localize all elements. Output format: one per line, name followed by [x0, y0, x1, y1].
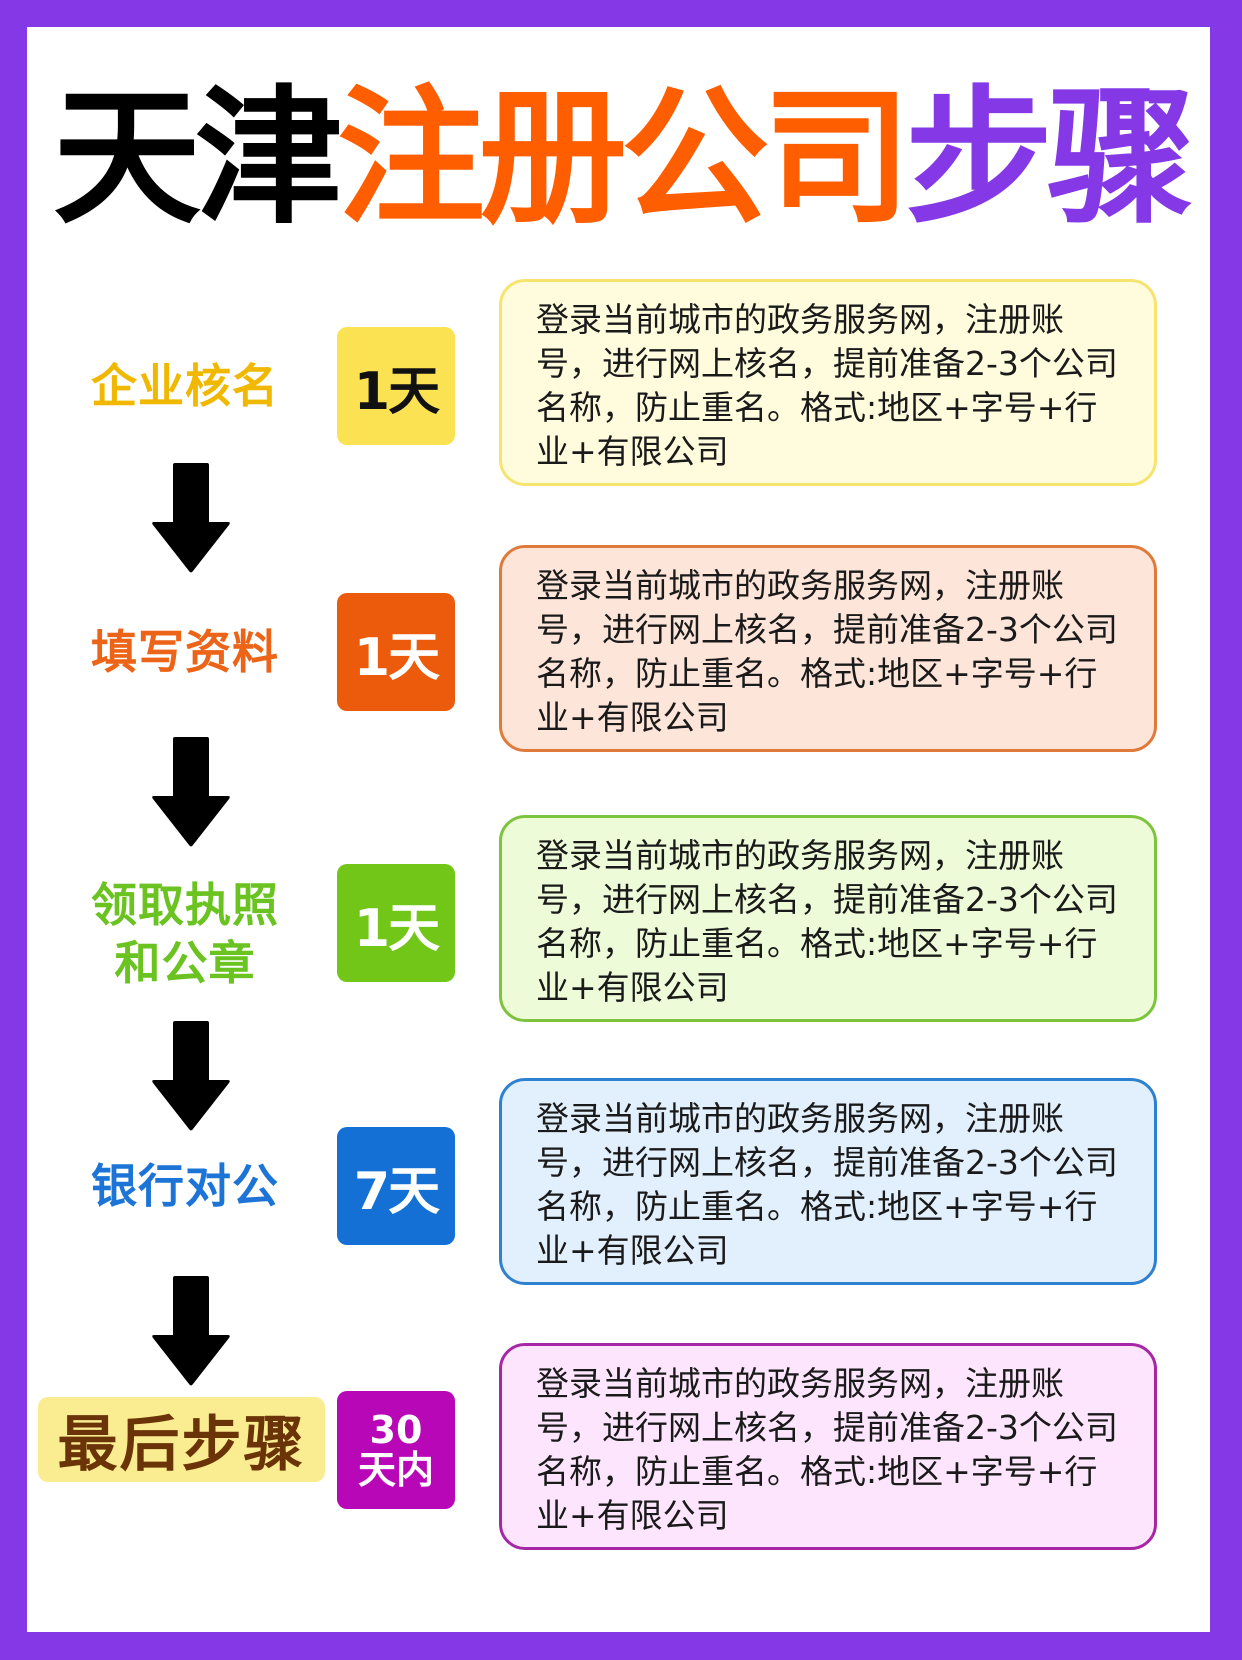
duration-unit: 天内 [357, 1448, 434, 1492]
arrow-down-icon [152, 1276, 230, 1386]
arrow-down-icon [152, 737, 230, 847]
description-text: 登录当前城市的政务服务网，注册账号，进行网上核名，提前准备2-3个公司名称，防止… [536, 566, 1118, 737]
duration-badge-step-1: 1天 [337, 327, 455, 445]
step-label-bank-account: 银行对公 [91, 1159, 279, 1213]
step-description-4: 登录当前城市的政务服务网，注册账号，进行网上核名，提前准备2-3个公司名称，防止… [499, 1078, 1157, 1285]
duration-badge-step-4: 7天 [337, 1127, 455, 1245]
step-description-1: 登录当前城市的政务服务网，注册账号，进行网上核名，提前准备2-3个公司名称，防止… [499, 279, 1157, 486]
description-text: 登录当前城市的政务服务网，注册账号，进行网上核名，提前准备2-3个公司名称，防止… [536, 836, 1118, 1007]
duration-text: 1天 [353, 898, 440, 959]
title-topic: 注册公司 [337, 72, 911, 244]
step-label-fill-info: 填写资料 [91, 625, 279, 679]
duration-badge-step-5: 30 天内 [337, 1391, 455, 1509]
duration-text: 1天 [353, 361, 440, 422]
duration-badge-step-3: 1天 [337, 864, 455, 982]
page-title: 天津注册公司步骤 [0, 78, 1242, 238]
step-label-license-seal: 领取执照 和公章 [40, 876, 330, 992]
duration-text: 7天 [353, 1161, 440, 1222]
duration-number: 30 [369, 1408, 423, 1452]
description-text: 登录当前城市的政务服务网，注册账号，进行网上核名，提前准备2-3个公司名称，防止… [536, 300, 1118, 471]
step-description-5: 登录当前城市的政务服务网，注册账号，进行网上核名，提前准备2-3个公司名称，防止… [499, 1343, 1157, 1550]
step-description-3: 登录当前城市的政务服务网，注册账号，进行网上核名，提前准备2-3个公司名称，防止… [499, 815, 1157, 1022]
description-text: 登录当前城市的政务服务网，注册账号，进行网上核名，提前准备2-3个公司名称，防止… [536, 1099, 1118, 1270]
step-description-2: 登录当前城市的政务服务网，注册账号，进行网上核名，提前准备2-3个公司名称，防止… [499, 545, 1157, 752]
duration-text: 1天 [353, 627, 440, 688]
label-line-1: 领取执照 [91, 878, 279, 932]
final-step-text: 最后步骤 [57, 1410, 306, 1480]
arrow-down-icon [152, 1021, 230, 1131]
step-label-name-check: 企业核名 [91, 359, 279, 413]
label-line-2: 和公章 [114, 936, 256, 990]
title-suffix: 步骤 [905, 72, 1195, 244]
title-city: 天津 [53, 72, 343, 244]
step-label-final: 最后步骤 [38, 1397, 325, 1482]
description-text: 登录当前城市的政务服务网，注册账号，进行网上核名，提前准备2-3个公司名称，防止… [536, 1364, 1118, 1535]
duration-badge-step-2: 1天 [337, 593, 455, 711]
arrow-down-icon [152, 463, 230, 573]
